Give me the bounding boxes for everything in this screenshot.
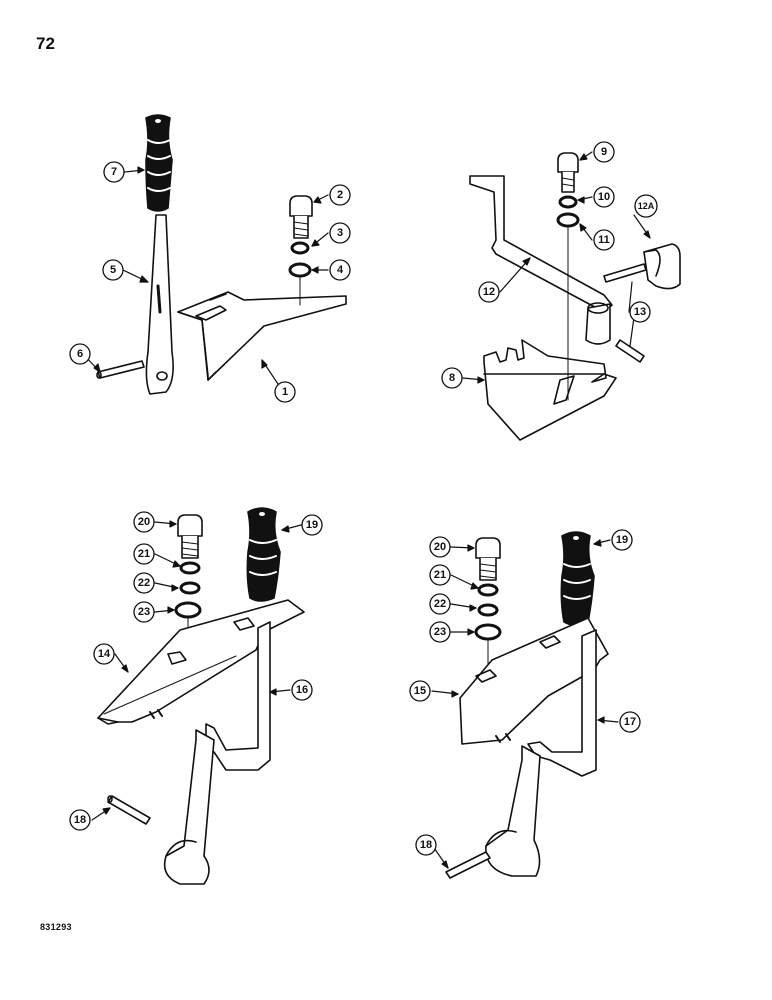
callout-19-right: 19 (616, 534, 628, 546)
pin-part-13a (603, 263, 647, 283)
callout-leaders (83, 151, 651, 869)
drawing-reference: 831293 (40, 922, 72, 932)
callout-17: 17 (624, 716, 636, 728)
page-number: 72 (36, 34, 55, 53)
callout-7: 7 (111, 166, 117, 178)
lockwasher-part-21a (179, 561, 201, 575)
callout-21-left: 21 (138, 548, 150, 560)
callout-23-left: 23 (138, 606, 150, 618)
pin-part-13b (615, 339, 645, 363)
washer-part-4 (288, 262, 312, 306)
bolt-part-20a (177, 514, 203, 559)
callout-18-right: 18 (420, 839, 432, 851)
callout-12a: 12A (638, 201, 655, 211)
lever-part-5 (145, 214, 174, 395)
handle-part-12a (643, 243, 681, 290)
callout-14: 14 (98, 648, 111, 660)
lever-part-12 (469, 175, 613, 345)
callout-23-right: 23 (434, 626, 446, 638)
washer-part-11 (556, 212, 580, 401)
plate-part-15 (459, 617, 609, 745)
callout-4: 4 (337, 264, 344, 276)
lockwasher-part-3 (290, 241, 310, 255)
washer-part-22b (477, 603, 499, 617)
callout-6: 6 (77, 348, 83, 360)
bracket-part-1 (177, 291, 347, 381)
callout-20-left: 20 (138, 516, 150, 528)
pin-part-18a (107, 795, 151, 825)
lockwasher-part-21b (477, 583, 499, 597)
knob-part-19b (560, 531, 595, 626)
lockwasher-part-10 (558, 195, 578, 209)
callout-20-right: 20 (434, 541, 446, 553)
callout-16: 16 (296, 684, 308, 696)
bracket-part-8 (483, 339, 617, 441)
callout-bubbles (69, 141, 658, 856)
callout-9: 9 (601, 146, 607, 158)
callout-22-right: 22 (434, 598, 446, 610)
pin-part-18b (445, 851, 491, 879)
callout-18-left: 18 (74, 814, 86, 826)
callout-8: 8 (449, 372, 455, 384)
knob-part-7 (145, 114, 173, 212)
pin-part-6 (96, 360, 145, 379)
callout-2: 2 (337, 189, 343, 201)
lever-part-17 (485, 629, 597, 877)
plate-part-14 (97, 599, 305, 725)
callout-15: 15 (414, 685, 426, 697)
callout-labels: 7 5 6 1 2 3 4 9 10 11 12 12A 13 8 14 16 … (74, 146, 655, 851)
callout-13: 13 (634, 306, 646, 318)
washer-part-22a (179, 581, 201, 595)
knob-part-19a (246, 507, 281, 602)
bolt-part-20b (475, 537, 501, 581)
callout-11: 11 (598, 234, 610, 246)
callout-5: 5 (110, 264, 116, 276)
callout-21-right: 21 (434, 569, 446, 581)
lever-part-16 (163, 621, 271, 885)
callout-22-left: 22 (138, 577, 150, 589)
callout-3: 3 (337, 227, 343, 239)
bolt-part-9 (557, 152, 579, 193)
bolt-part-2 (289, 195, 313, 239)
callout-12: 12 (483, 286, 495, 298)
callout-1: 1 (282, 386, 288, 398)
callout-10: 10 (598, 191, 610, 203)
callout-19-left: 19 (306, 519, 318, 531)
